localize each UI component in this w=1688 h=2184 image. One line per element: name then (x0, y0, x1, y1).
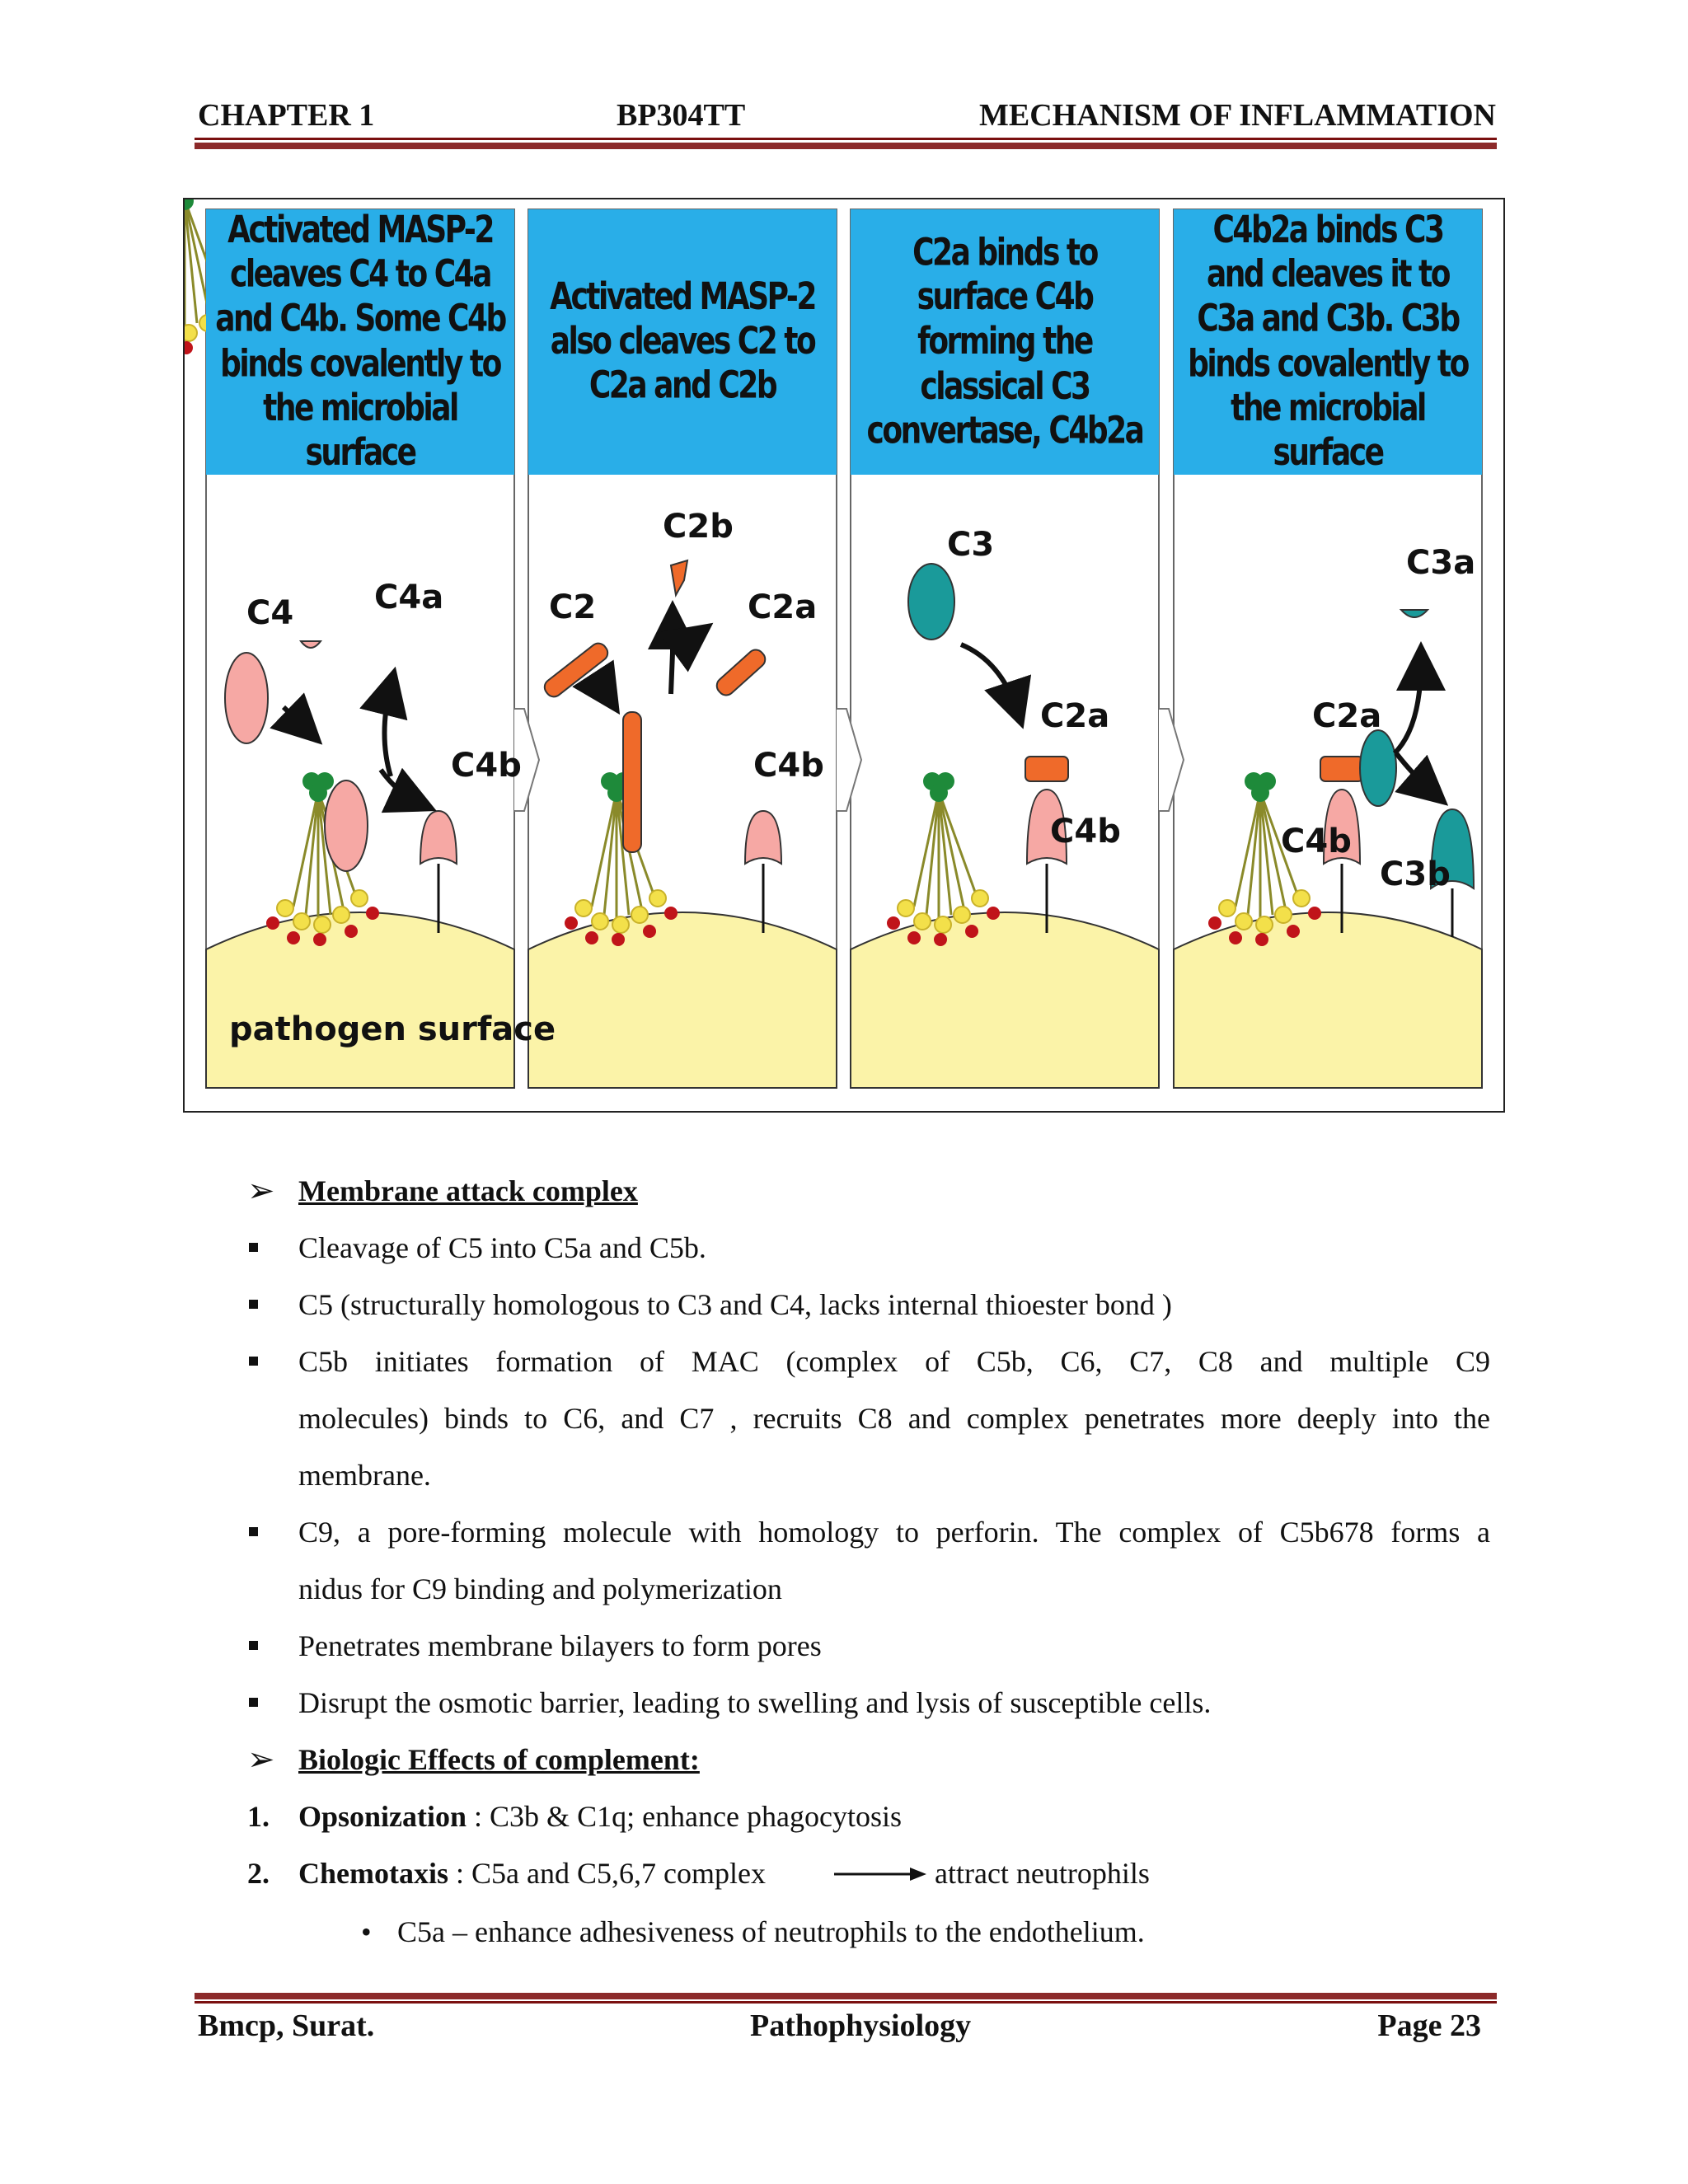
complement-lectin-pathway-figure: C4 C4a C4b pathogen surface C2 C2b C2a C… (183, 198, 1505, 1113)
heading-arrow-bullet-2: ➢ (247, 1740, 275, 1779)
footer-page-number: Page 23 (1377, 2008, 1481, 2044)
label-c2: C2 (549, 588, 596, 626)
label-c2a-4: C2a (1312, 697, 1381, 735)
numbered-item-chemotaxis: Chemotaxis : C5a and C5,6,7 complex (298, 1854, 766, 1893)
bullet (249, 1527, 258, 1536)
c4-bound-molecule (325, 780, 368, 871)
panel-3-caption: C2a binds to surface C4b forming the cla… (851, 209, 1159, 475)
label-c4b: C4b (451, 747, 522, 785)
section-heading-biologic-effects: Biologic Effects of complement: (298, 1740, 700, 1779)
label-c4a: C4a (374, 579, 443, 616)
label-c3: C3 (947, 526, 994, 564)
list-number: 2. (247, 1854, 270, 1893)
list-item: C5 (structurally homologous to C3 and C4… (298, 1285, 1172, 1324)
label-c3a: C3a (1406, 544, 1475, 582)
footer-institution: Bmcp, Surat. (198, 2008, 374, 2044)
page-header: CHAPTER 1 BP304TT MECHANISM OF INFLAMMAT… (198, 97, 1496, 138)
numbered-item-opsonization: Opsonization : C3b & C1q; enhance phagoc… (298, 1797, 902, 1836)
bullet (249, 1357, 258, 1366)
label-c2b: C2b (663, 508, 734, 546)
label-c2a-3: C2a (1040, 697, 1109, 735)
c2-bound-molecule (623, 712, 641, 852)
c3-molecule (908, 564, 954, 640)
footer-subject: Pathophysiology (750, 2008, 971, 2044)
list-item: Disrupt the osmotic barrier, leading to … (298, 1683, 1211, 1722)
label-c4b-3: C4b (1050, 813, 1121, 851)
c2a-bound (1025, 757, 1068, 781)
footer-rule-thin (195, 2001, 1497, 2004)
list-item-cont: membrane. (298, 1455, 431, 1495)
bullet (249, 1698, 258, 1707)
list-item: C9, a pore-forming molecule with homolog… (298, 1512, 1490, 1552)
panel-4-caption: C4b2a binds C3 and cleaves it to C3a and… (1174, 209, 1482, 475)
panel-1-caption: Activated MASP-2 cleaves C4 to C4a and C… (206, 209, 514, 475)
list-item-cont: molecules) binds to C6, and C7 , recruit… (298, 1399, 1490, 1438)
heading-arrow-bullet-1: ➢ (247, 1171, 275, 1211)
c2a-bound-4 (1320, 757, 1363, 781)
list-number: 1. (247, 1797, 270, 1836)
footer-rule-thick (195, 1993, 1497, 1999)
sub-bullet-item: C5a – enhance adhesiveness of neutrophil… (397, 1912, 1145, 1952)
list-item: Cleavage of C5 into C5a and C5b. (298, 1228, 706, 1268)
label-c4: C4 (246, 594, 293, 632)
bullet (249, 1641, 258, 1650)
right-arrow-icon (834, 1864, 926, 1884)
header-rule-thin (195, 138, 1497, 140)
header-rule-thick (195, 143, 1497, 149)
section-heading-mac: Membrane attack complex (298, 1171, 638, 1211)
list-item: C5b initiates formation of MAC (complex … (298, 1342, 1490, 1381)
header-chapter-title: MECHANISM OF INFLAMMATION (979, 97, 1496, 134)
page-footer: Bmcp, Surat. Pathophysiology Page 23 (198, 2008, 1496, 2049)
header-chapter: CHAPTER 1 (198, 97, 374, 134)
panel-2-caption: Activated MASP-2 also cleaves C2 to C2a … (528, 209, 837, 475)
label-c3b: C3b (1380, 855, 1451, 893)
c4-molecule (225, 653, 268, 743)
c3-bound (1360, 730, 1396, 806)
label-pathogen-surface: pathogen surface (229, 1010, 556, 1048)
header-course-code: BP304TT (617, 97, 745, 134)
list-item: Penetrates membrane bilayers to form por… (298, 1626, 822, 1666)
label-c4b-4: C4b (1281, 823, 1352, 860)
bullet (249, 1243, 258, 1252)
chemotaxis-result: attract neutrophils (935, 1854, 1150, 1893)
sub-bullet-dot: • (361, 1912, 372, 1952)
label-c2a: C2a (748, 588, 817, 626)
list-item-cont: nidus for C9 binding and polymerization (298, 1569, 782, 1609)
bullet (249, 1300, 258, 1309)
label-c4b-2: C4b (753, 747, 824, 785)
